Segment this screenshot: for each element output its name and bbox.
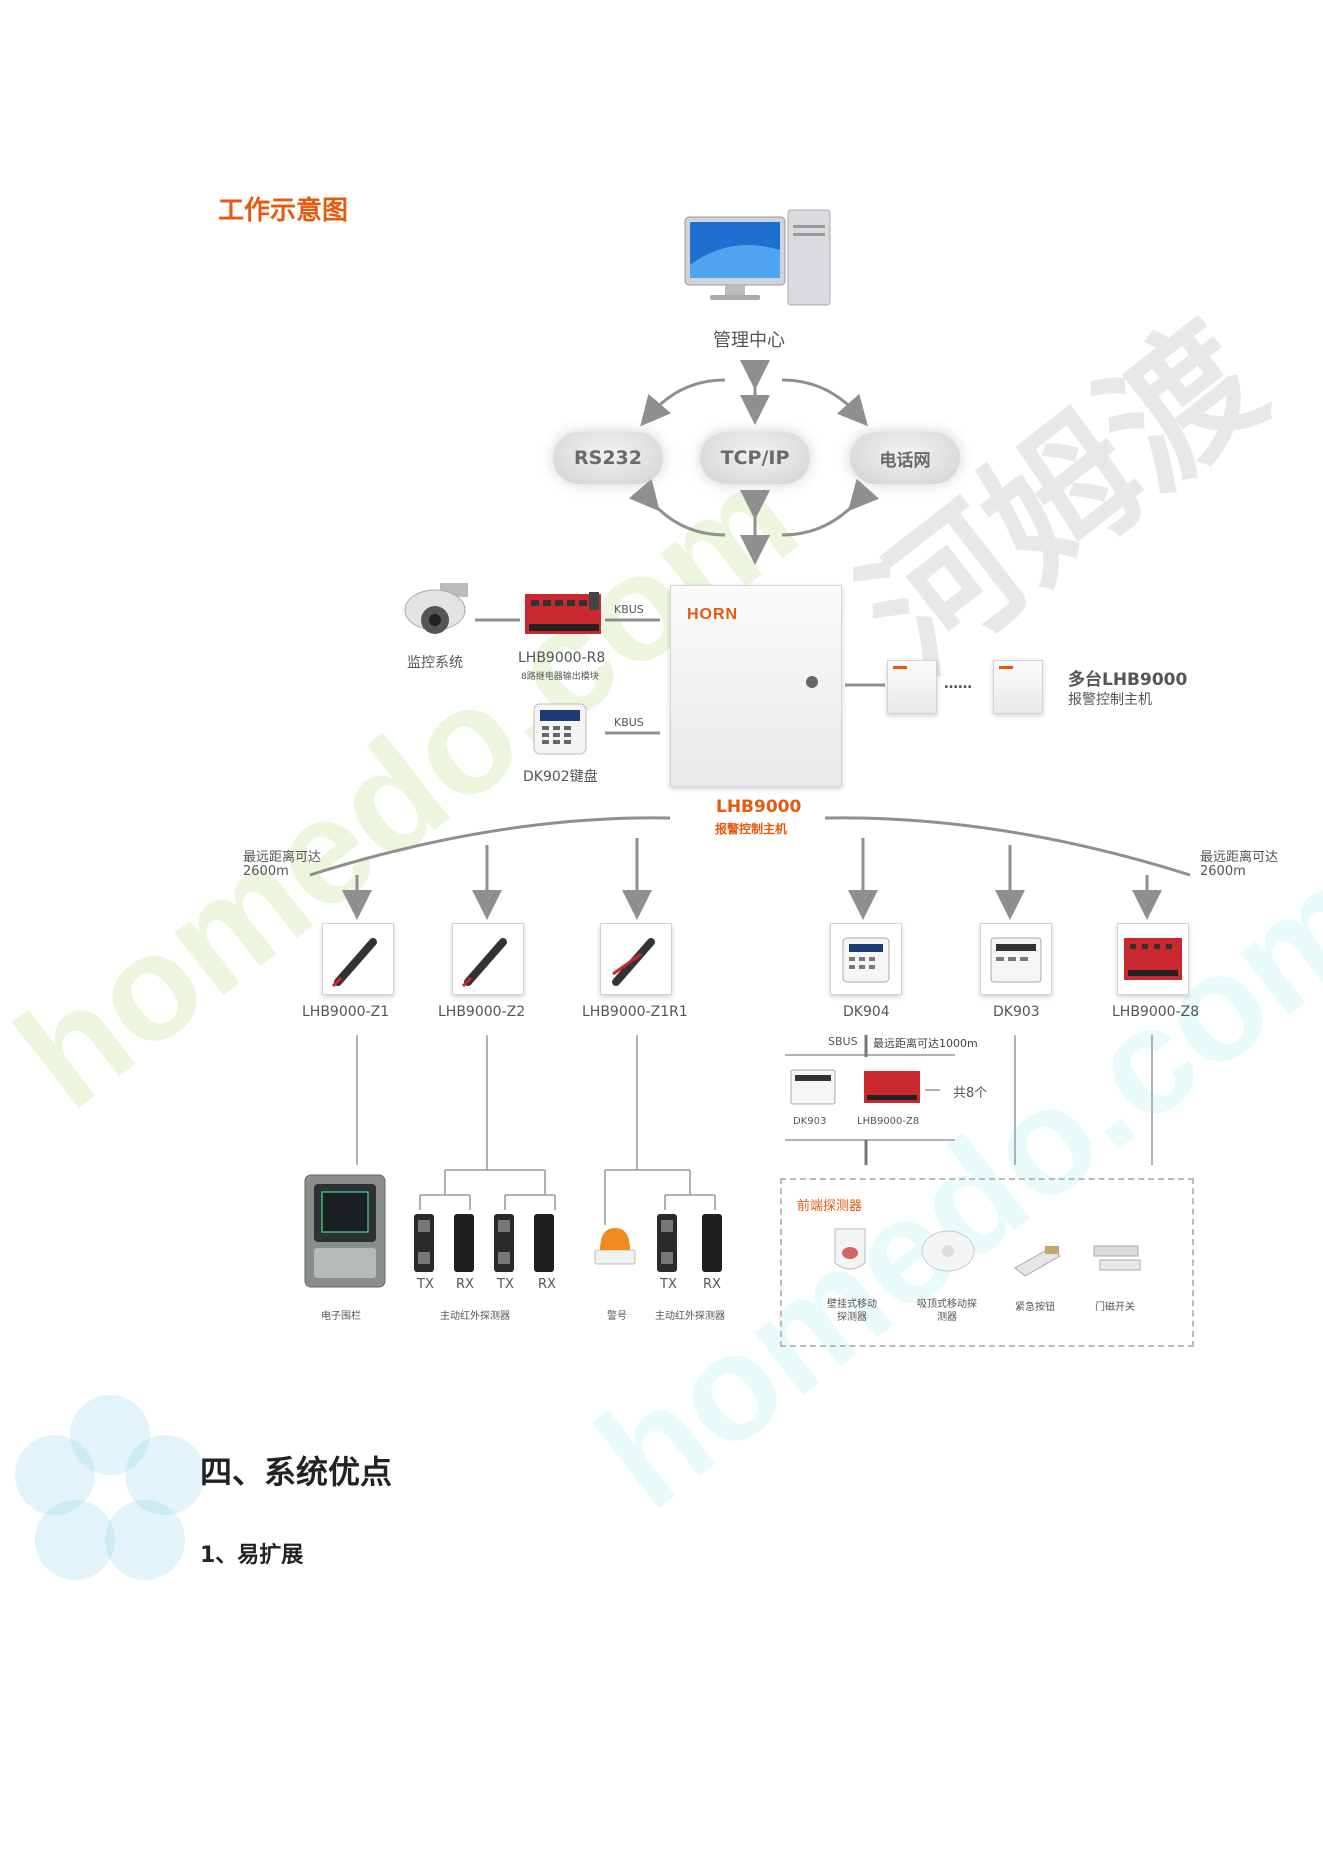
module-z1r1-icon [612, 938, 655, 986]
ir-detector-label-1: 主动红外探测器 [440, 1311, 510, 1322]
multi-panel-subtitle: 报警控制主机 [1068, 692, 1152, 708]
module-z8 [1117, 923, 1189, 995]
network-telephone-label: 电话网 [879, 450, 931, 471]
sbus-dev1-label: DK903 [793, 1116, 827, 1127]
keypad-icon [533, 703, 587, 755]
module-z2 [452, 923, 524, 995]
sbus-dev2-label: LHB9000-Z8 [857, 1116, 920, 1127]
distance-left-2: 2600m [243, 864, 289, 879]
detector-label-door-magnet: 门磁开关 [1095, 1302, 1135, 1313]
dome-camera-icon [404, 583, 468, 634]
ir-detector-rx-2 [534, 1214, 554, 1272]
module-dk903 [980, 923, 1052, 995]
section-heading: 四、系统优点 [200, 1453, 393, 1491]
panel-lock-icon [806, 676, 818, 688]
panel-subtitle: 报警控制主机 [715, 822, 788, 836]
module-dk903-label: DK903 [993, 1004, 1040, 1020]
rx-label-2: RX [538, 1277, 556, 1292]
detectors-title: 前端探测器 [797, 1199, 863, 1214]
monitor-system-label: 监控系统 [407, 655, 463, 671]
electric-fence-label: 电子围栏 [321, 1311, 361, 1322]
ir-detector-tx-1 [414, 1214, 434, 1272]
ceiling-pir-detector-icon [921, 1230, 975, 1272]
module-dk904-icon [842, 937, 890, 983]
module-z1-label: LHB9000-Z1 [302, 1004, 390, 1020]
detector-label-wall-pir: 壁挂式移动探测器 [827, 1299, 877, 1323]
ir-detector-rx-1 [454, 1214, 474, 1272]
network-rs232-label: RS232 [574, 447, 642, 469]
detector-label-emergency-button: 紧急按钮 [1015, 1302, 1055, 1313]
ir-detector-tx-3 [657, 1214, 677, 1272]
keypad-label: DK902键盘 [523, 769, 598, 785]
ir-detector-label-2: 主动红外探测器 [655, 1311, 725, 1322]
section-subheading: 1、易扩展 [200, 1543, 304, 1568]
network-tcpip-label: TCP/IP [720, 447, 790, 469]
panel-brand-logo: HORN [687, 606, 739, 623]
diagram-title: 工作示意图 [218, 196, 349, 226]
distance-right-2: 2600m [1200, 864, 1246, 879]
module-z2-icon [461, 938, 507, 988]
wall-pir-detector-icon [834, 1228, 866, 1270]
relay-module-desc: 8路继电器输出模块 [521, 672, 599, 682]
relay-module-label: LHB9000-R8 [518, 650, 606, 666]
module-z8-icon [1124, 938, 1182, 980]
watermark-flower-icon [15, 1395, 205, 1580]
network-rs232: RS232 [553, 432, 663, 484]
module-z2-label: LHB9000-Z2 [438, 1004, 526, 1020]
rx-label-3: RX [703, 1277, 721, 1292]
ir-detector-rx-3 [702, 1214, 722, 1272]
distance-left-1: 最远距离可达 [243, 850, 322, 865]
alarm-label: 警号 [607, 1311, 627, 1322]
module-z8-label: LHB9000-Z8 [1112, 1004, 1200, 1020]
network-telephone: 电话网 [850, 432, 960, 484]
sbus-z8-icon [864, 1071, 920, 1103]
slave-panel-1-logo [893, 666, 907, 669]
computer-icon [684, 209, 831, 306]
slave-panel-1 [887, 660, 937, 714]
distance-right-1: 最远距离可达 [1200, 850, 1279, 865]
ir-detector-tx-2 [494, 1214, 514, 1272]
module-z1r1-label: LHB9000-Z1R1 [582, 1004, 688, 1020]
module-z1 [322, 923, 394, 995]
module-dk904-label: DK904 [843, 1004, 890, 1020]
panel-name: LHB9000 [716, 797, 802, 817]
module-z1-icon [331, 938, 377, 988]
module-dk904 [830, 923, 902, 995]
emergency-button-icon [1014, 1246, 1061, 1277]
connection-lines [309, 360, 1191, 1225]
module-z1r1 [600, 923, 672, 995]
kbus-label-1: KBUS [614, 603, 644, 616]
main-control-panel: HORN [670, 585, 842, 787]
tx-label-1: TX [417, 1277, 434, 1292]
slave-panel-2 [993, 660, 1043, 714]
sbus-total: 共8个 [953, 1086, 988, 1101]
network-tcpip: TCP/IP [700, 432, 810, 484]
sbus-dk903-icon [790, 1069, 836, 1105]
sbus-label: SBUS [828, 1035, 858, 1048]
door-magnet-icon [1093, 1245, 1141, 1271]
alarm-siren-icon [594, 1228, 636, 1265]
detector-label-ceiling-pir: 吸顶式移动探测器 [917, 1299, 977, 1323]
multi-panel-title: 多台LHB9000 [1068, 670, 1188, 690]
detectors-group [780, 1178, 1194, 1347]
rx-label-1: RX [456, 1277, 474, 1292]
slave-dots: …… [944, 676, 972, 692]
slave-panel-2-logo [999, 666, 1013, 669]
kbus-label-2: KBUS [614, 716, 644, 729]
management-center-label: 管理中心 [713, 330, 785, 351]
sbus-distance: 最远距离可达1000m [873, 1037, 978, 1050]
tx-label-2: TX [497, 1277, 514, 1292]
relay-board-icon [525, 592, 601, 634]
module-dk903-icon [990, 937, 1042, 983]
electric-fence-icon [304, 1174, 386, 1288]
tx-label-3: TX [660, 1277, 677, 1292]
